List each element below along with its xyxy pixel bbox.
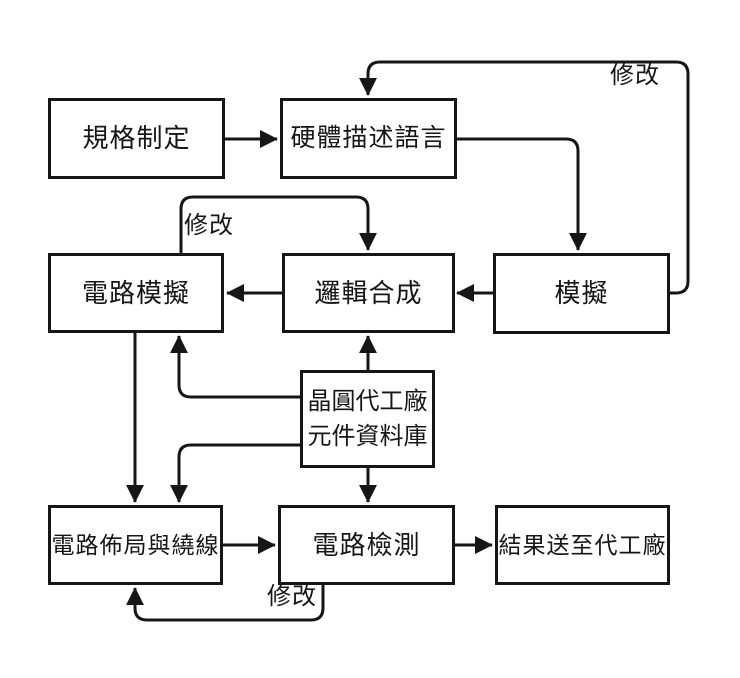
node-circuit-simulation: 電路模擬 (48, 253, 224, 333)
node-hardware-description-language: 硬體描述語言 (280, 98, 457, 179)
node-circuit-testing-label: 電路檢測 (312, 529, 421, 560)
edge-foundrydb-to-circuit-simulation (170, 335, 300, 399)
node-layout-and-routing-label: 電路佈局與繞線 (51, 531, 220, 558)
node-circuit-testing: 電路檢測 (278, 505, 455, 585)
node-simulation-label: 模擬 (554, 278, 609, 309)
edge-simulation-modify-loop-to-hdl (359, 60, 690, 295)
node-specification-label: 規格制定 (82, 123, 191, 154)
node-logic-synthesis: 邏輯合成 (282, 253, 455, 333)
node-logic-synthesis-label: 邏輯合成 (314, 277, 423, 308)
node-foundry-component-library-line1: 晶圓代工廠 (307, 388, 428, 415)
edge-circuit-testing-modify-loop-to-layout-routing (126, 585, 325, 622)
node-send-results-to-foundry-label: 結果送至代工廠 (498, 531, 667, 558)
edge-label-modify-bottom: 修改 (267, 583, 317, 610)
node-foundry-component-library: 晶圓代工廠 元件資料庫 (300, 370, 435, 468)
edge-foundrydb-to-layout-routing (170, 443, 300, 503)
edge-label-modify-top: 修改 (610, 62, 660, 89)
node-circuit-simulation-label: 電路模擬 (81, 277, 190, 308)
edge-label-modify-middle: 修改 (184, 212, 234, 239)
edge-hdl-to-simulation (457, 137, 587, 251)
node-send-results-to-foundry: 結果送至代工廠 (495, 505, 670, 585)
node-foundry-component-library-line2: 元件資料庫 (307, 423, 428, 450)
edge-circuit-sim-modify-loop-to-logic-synthesis (179, 195, 377, 253)
node-hdl-label: 硬體描述語言 (290, 123, 447, 152)
node-layout-and-routing: 電路佈局與繞線 (48, 505, 223, 585)
node-simulation: 模擬 (493, 253, 670, 334)
node-specification: 規格制定 (48, 98, 225, 179)
